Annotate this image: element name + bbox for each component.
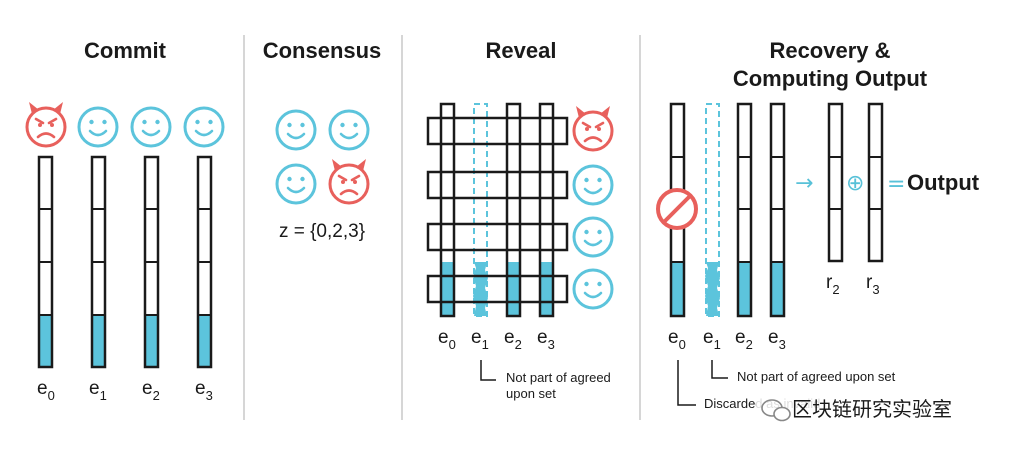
commit-bar-2 (143, 155, 160, 369)
reveal-bar-0 (439, 102, 456, 318)
arrow-icon: → (795, 171, 813, 196)
r3-bar (867, 102, 884, 263)
smiley-face-icon (275, 163, 317, 205)
equals-sign: = (887, 172, 905, 197)
callout-line (677, 360, 696, 406)
label-e3: e3 (195, 378, 213, 403)
commit-title: Commit (84, 38, 167, 63)
reveal-row-box (426, 116, 569, 146)
label-e1: e1 (703, 327, 721, 352)
devil-face-icon (572, 104, 614, 152)
devil-face-icon (25, 100, 67, 148)
wechat-icon (761, 399, 791, 422)
label-e1: e1 (89, 378, 107, 403)
label-r2: r2 (826, 272, 840, 297)
agreed-set: z = {0,2,3} (279, 221, 365, 242)
label-e3: e3 (768, 327, 786, 352)
label-e1: e1 (471, 327, 489, 352)
label-e2: e2 (142, 378, 160, 403)
label-e2: e2 (504, 327, 522, 352)
recovery-note-line1: Not part of agreed upon set (737, 369, 896, 384)
recovery-bar-2 (736, 102, 753, 318)
smiley-face-icon (572, 216, 614, 258)
smiley-face-icon (572, 164, 614, 206)
r2-bar (827, 102, 844, 263)
watermark: 区块链研究实验室 (756, 394, 996, 424)
recovery-bar-3 (769, 102, 786, 318)
output-label: Output (907, 170, 980, 195)
commit-section: Commit (25, 38, 225, 403)
smiley-face-icon (183, 106, 225, 148)
reveal-bar-1-excluded (473, 103, 488, 317)
label-e0: e0 (668, 327, 686, 352)
recovery-title-line1: Recovery & (769, 38, 890, 63)
reveal-bar-3 (538, 102, 555, 318)
recovery-bar-1-excluded (705, 103, 720, 317)
smiley-face-icon (275, 109, 317, 151)
callout-line (711, 360, 728, 379)
smiley-face-icon (77, 106, 119, 148)
xor-icon: ⊕ (846, 171, 864, 196)
label-r3: r3 (866, 272, 880, 297)
watermark-text: 区块链研究实验室 (792, 397, 952, 421)
recovery-title-line2: Computing Output (733, 66, 928, 91)
commit-bar-0 (37, 155, 54, 369)
devil-face-icon (328, 157, 370, 205)
consensus-title: Consensus (263, 38, 382, 63)
reveal-bar-2 (505, 102, 522, 318)
label-e2: e2 (735, 327, 753, 352)
consensus-section: Consensus z = {0,2,3} (263, 38, 382, 242)
smiley-face-icon (328, 109, 370, 151)
faded-fill (473, 262, 488, 316)
smiley-face-icon (130, 106, 172, 148)
callout-line (480, 360, 496, 381)
reveal-note-line2: upon set (506, 386, 556, 401)
recovery-section: Recovery & Computing Output (656, 38, 980, 411)
label-e0: e0 (438, 327, 456, 352)
label-e3: e3 (537, 327, 555, 352)
reveal-note-line1: Not part of agreed (506, 370, 611, 385)
prohibited-sign-icon (656, 188, 698, 230)
reveal-title: Reveal (486, 38, 557, 63)
commit-bar-1 (90, 155, 107, 369)
reveal-row-box (426, 170, 569, 200)
faded-fill (705, 262, 720, 316)
smiley-face-icon (572, 268, 614, 310)
reveal-section: Reveal e0 e1 e2 e3 Not part of agre (426, 38, 614, 401)
reveal-row-box (426, 274, 569, 304)
label-e0: e0 (37, 378, 55, 403)
reveal-row-box (426, 222, 569, 252)
commit-bar-3 (196, 155, 213, 369)
